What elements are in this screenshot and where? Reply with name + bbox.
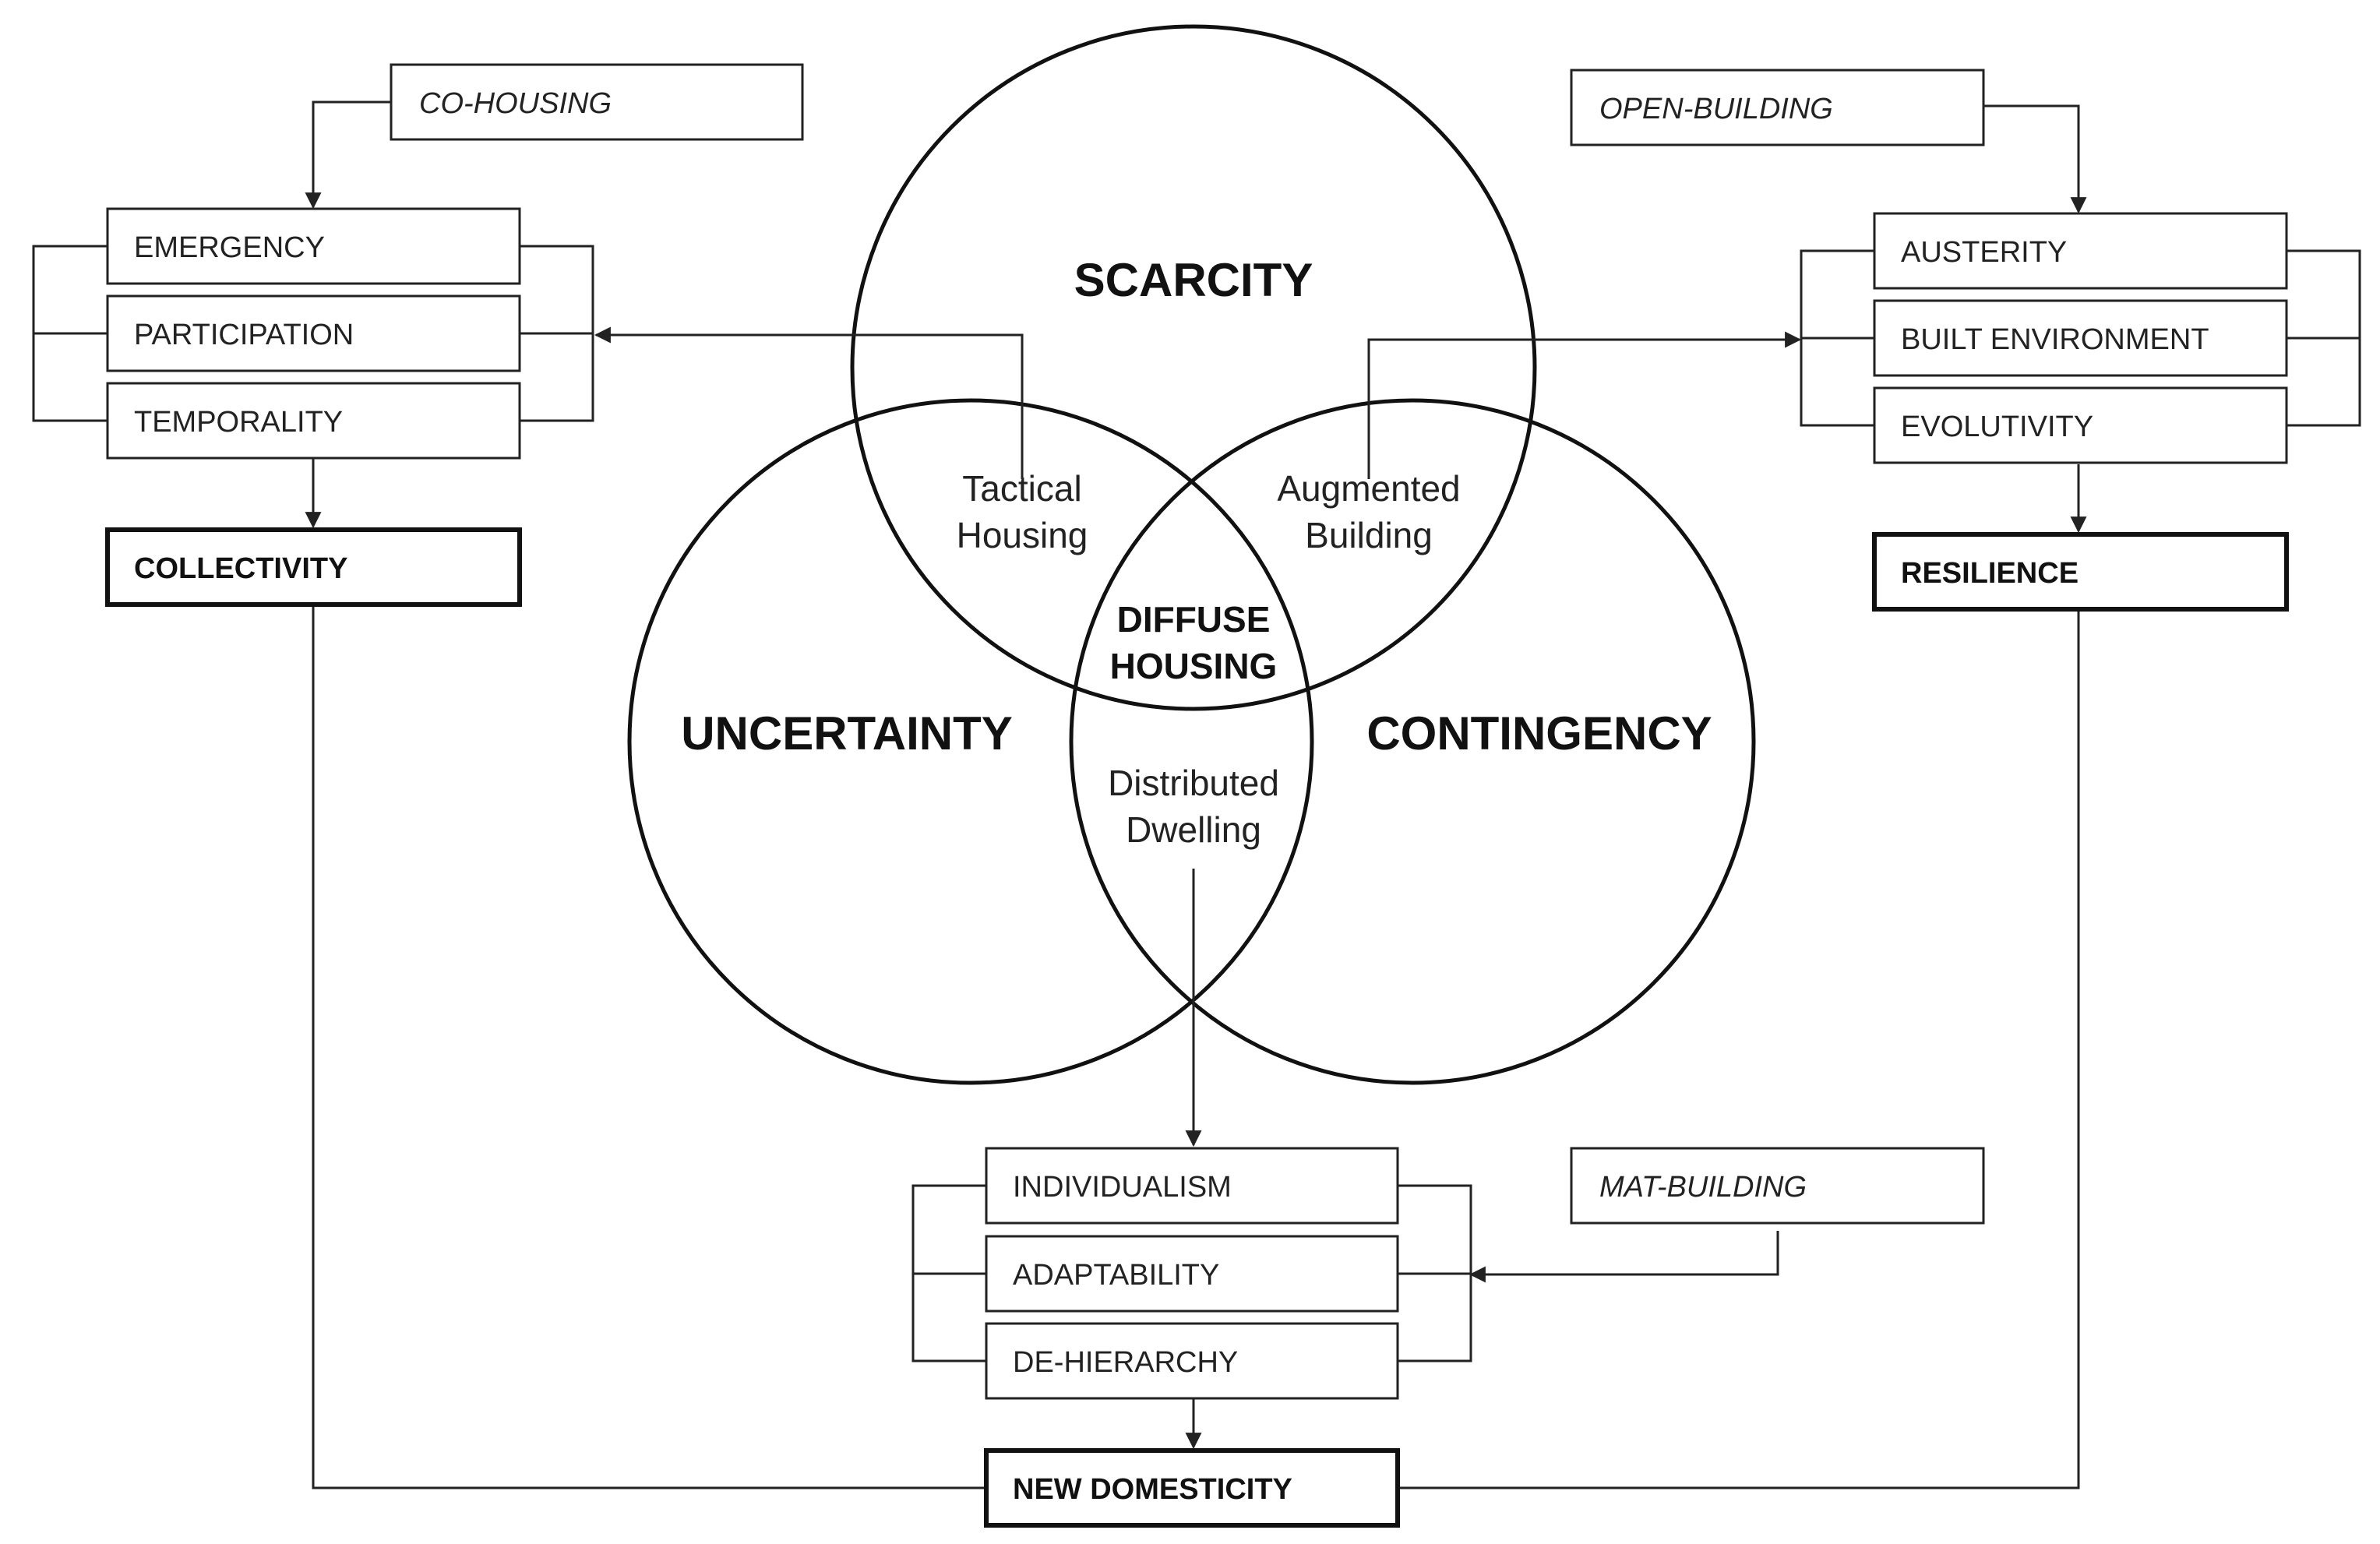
de-hierarchy-label: DE-HIERARCHY [1013, 1346, 1238, 1379]
emergency-label: EMERGENCY [134, 231, 325, 264]
bottom-group-bracket [911, 1184, 1472, 1362]
built-environment-box [1873, 299, 2288, 377]
uncertainty-label: UNCERTAINTY [681, 707, 1013, 760]
diffuse-housing-label-2: HOUSING [1110, 646, 1278, 686]
mat-building-label: MAT-BUILDING [1599, 1171, 1807, 1204]
distributed-dwelling-label-2: Dwelling [1126, 809, 1261, 850]
augmented-building-connector [1367, 331, 1802, 479]
open-building-box [1570, 69, 1985, 146]
augmented-building-label-2: Building [1305, 515, 1433, 555]
uncertainty-circle [627, 398, 1314, 1085]
temporality-box [106, 382, 521, 460]
collectivity-label: COLLECTIVITY [134, 552, 347, 585]
adaptability-label: ADAPTABILITY [1013, 1259, 1219, 1292]
individualism-label: INDIVIDUALISM [1013, 1171, 1232, 1204]
resilience-to-new-domesticity-line [1398, 611, 2080, 1489]
emergency-box [106, 207, 521, 285]
evolutivity-label: EVOLUTIVITY [1901, 411, 2093, 443]
co-housing-box [390, 63, 804, 141]
built-environment-label: BUILT ENVIRONMENT [1901, 323, 2209, 356]
participation-label: PARTICIPATION [134, 319, 354, 351]
scarcity-label: SCARCITY [1074, 254, 1313, 306]
right-group-bracket [1800, 249, 2361, 427]
austerity-label: AUSTERITY [1901, 236, 2067, 269]
austerity-box [1873, 212, 2288, 290]
resilience-box [1872, 532, 2289, 612]
resilience-label: RESILIENCE [1901, 557, 2079, 590]
diffuse-housing-label-1: DIFFUSE [1117, 599, 1271, 640]
contingency-label: CONTINGENCY [1366, 707, 1712, 760]
mat-building-connector [1469, 1231, 1779, 1283]
new-domesticity-box [984, 1448, 1400, 1528]
individualism-box [985, 1147, 1399, 1225]
co-housing-label: CO-HOUSING [419, 87, 612, 120]
evolutivity-box [1873, 386, 2288, 464]
collectivity-box [105, 527, 522, 607]
de-hierarchy-box [985, 1322, 1399, 1400]
adaptability-box [985, 1235, 1399, 1313]
left-group-bracket [32, 245, 594, 422]
distributed-dwelling-label-1: Distributed [1108, 763, 1279, 803]
open-building-connector [1983, 104, 2087, 214]
participation-box [106, 294, 521, 372]
tactical-housing-connector [594, 326, 1024, 479]
contingency-circle [1069, 398, 1756, 1085]
open-building-label: OPEN-BUILDING [1599, 93, 1833, 125]
collectivity-to-new-domesticity-line [312, 605, 986, 1489]
tactical-housing-label-2: Housing [957, 515, 1088, 555]
mat-building-box [1570, 1147, 1985, 1225]
scarcity-circle [850, 24, 1537, 711]
new-domesticity-label: NEW DOMESTICITY [1013, 1473, 1292, 1506]
temporality-label: TEMPORALITY [134, 406, 343, 439]
co-housing-connector [305, 100, 391, 210]
